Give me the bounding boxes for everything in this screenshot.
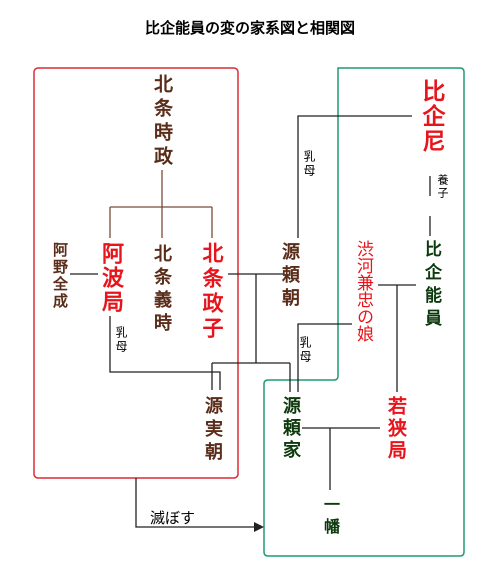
awa-menoto-line [109,316,221,390]
hiki-group-frame [263,67,465,557]
person-wakasa-no-tsubone: 若狭局 [385,396,407,462]
label-adopted: 養子 [436,174,449,200]
tokimasa-children-branch [109,170,213,238]
person-minamoto-sanetomo: 源実朝 [202,396,223,465]
label-menoto-shibukawa: 乳母 [298,336,312,364]
hiki-ama-menoto-line [297,115,412,238]
person-hiki-ama: 比企尼 [418,79,444,154]
person-minamoto-yoritomo: 源頼朝 [279,242,300,311]
person-shibukawa-daughter: 渋河兼忠の娘 [353,240,373,342]
person-minamoto-yoriie: 源頼家 [280,396,301,462]
person-hiki-yoshikazu: 比企能員 [421,240,441,332]
page-title: 比企能員の変の家系図と相関図 [144,19,355,37]
label-menoto-hiki-ama: 乳母 [302,150,316,178]
person-hojo-masako: 北条政子 [200,242,224,342]
person-ichiman: 一幡 [321,496,340,540]
destroy-arrow-head [254,522,264,532]
person-awa-no-tsubone: 阿波局 [98,242,123,314]
label-menoto-awa: 乳母 [114,326,128,354]
destroy-arrow [135,478,256,528]
person-hojo-tokimasa: 北条時政 [151,74,173,170]
label-destroy: 滅ぼす [150,509,196,527]
person-hojo-yoshitoki: 北条義時 [151,244,172,336]
shibukawa-menoto-line [297,323,352,392]
person-ano-zenjo: 阿野全成 [51,242,69,310]
